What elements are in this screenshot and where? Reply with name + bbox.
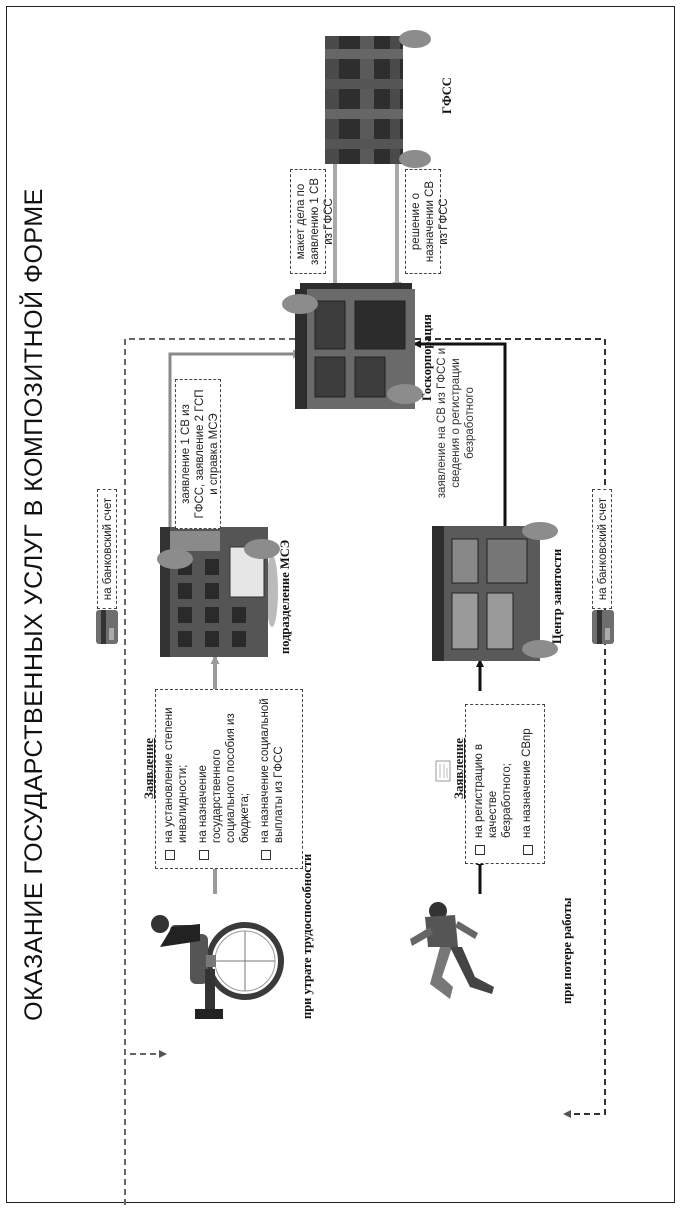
application-bottom-item: на назначение СВпр — [520, 713, 534, 855]
application-top-title: Заявление — [141, 737, 156, 799]
bank-card-icon-top — [96, 610, 118, 644]
flow-label-center-to-goskorporatsiya: заявление на СВ из ГФСС и сведения о рег… — [436, 347, 476, 499]
flow-label-goskorporatsiya-to-gfss: макет дела по заявлению 1 СВ из ГФСС — [290, 169, 335, 274]
flow-label-gfss-to-goskorporatsiya: решение о назначении СВ из ГФСС — [405, 169, 450, 274]
gfss-tower-icon — [325, 30, 431, 168]
walking-person-icon — [410, 902, 494, 999]
application-box-top: на установление степени инвалидности; на… — [155, 689, 303, 869]
checkbox-icon — [475, 845, 485, 855]
application-top-item: на назначение социальной выплаты из ГФСС — [258, 698, 286, 860]
dashed-payment-bottom — [415, 338, 606, 1118]
bank-card-icon-bottom — [592, 610, 614, 644]
disability-caption: при утрате трудоспособности — [300, 853, 314, 1019]
dashed-payment-top-tail — [124, 339, 167, 1058]
flow-label-bank-account-bottom: на банковский счет — [592, 489, 612, 609]
document-icon-bottom — [435, 760, 451, 782]
employment-center-caption: Центр занятости — [550, 548, 564, 644]
goskorporatsiya-building-icon — [282, 283, 423, 409]
mse-caption: подразделение МСЭ — [278, 539, 292, 654]
checkbox-icon — [261, 850, 271, 860]
flow-label-mse-to-goskorporatsiya: заявление 1 СВ из ГФСС, заявление 2 ГСП … — [175, 379, 221, 529]
employment-center-building-icon — [432, 522, 558, 661]
gfss-caption: ГФСС — [440, 77, 454, 114]
application-bottom-item-text: на регистрацию в качестве безработного; — [473, 743, 513, 838]
application-top-item-text: на установление степени инвалидности; — [163, 707, 189, 843]
checkbox-icon — [523, 845, 533, 855]
checkbox-icon — [165, 850, 175, 860]
application-bottom-item-text: на назначение СВпр — [521, 728, 533, 838]
arrow-center-to-goskorporatsiya — [413, 340, 507, 599]
application-top-item-text: на назначение государственного социально… — [197, 713, 251, 843]
application-bottom-item: на регистрацию в качестве безработного; — [472, 713, 514, 855]
application-top-item: на установление степени инвалидности; — [162, 698, 190, 860]
flow-label-bank-account-top: на банковский счет — [97, 489, 117, 609]
application-box-bottom: на регистрацию в качестве безработного; … — [465, 704, 545, 864]
application-top-item: на назначение государственного социально… — [196, 698, 252, 860]
checkbox-icon — [199, 850, 209, 860]
wheelchair-person-icon — [151, 915, 284, 1019]
application-bottom-title: Заявление — [451, 737, 466, 799]
job-loss-caption: при потере работы — [560, 897, 574, 1004]
application-top-item-text: на назначение социальной выплаты из ГФСС — [259, 698, 285, 843]
mse-building-icon — [157, 527, 280, 657]
diagram-frame — [6, 6, 675, 1203]
